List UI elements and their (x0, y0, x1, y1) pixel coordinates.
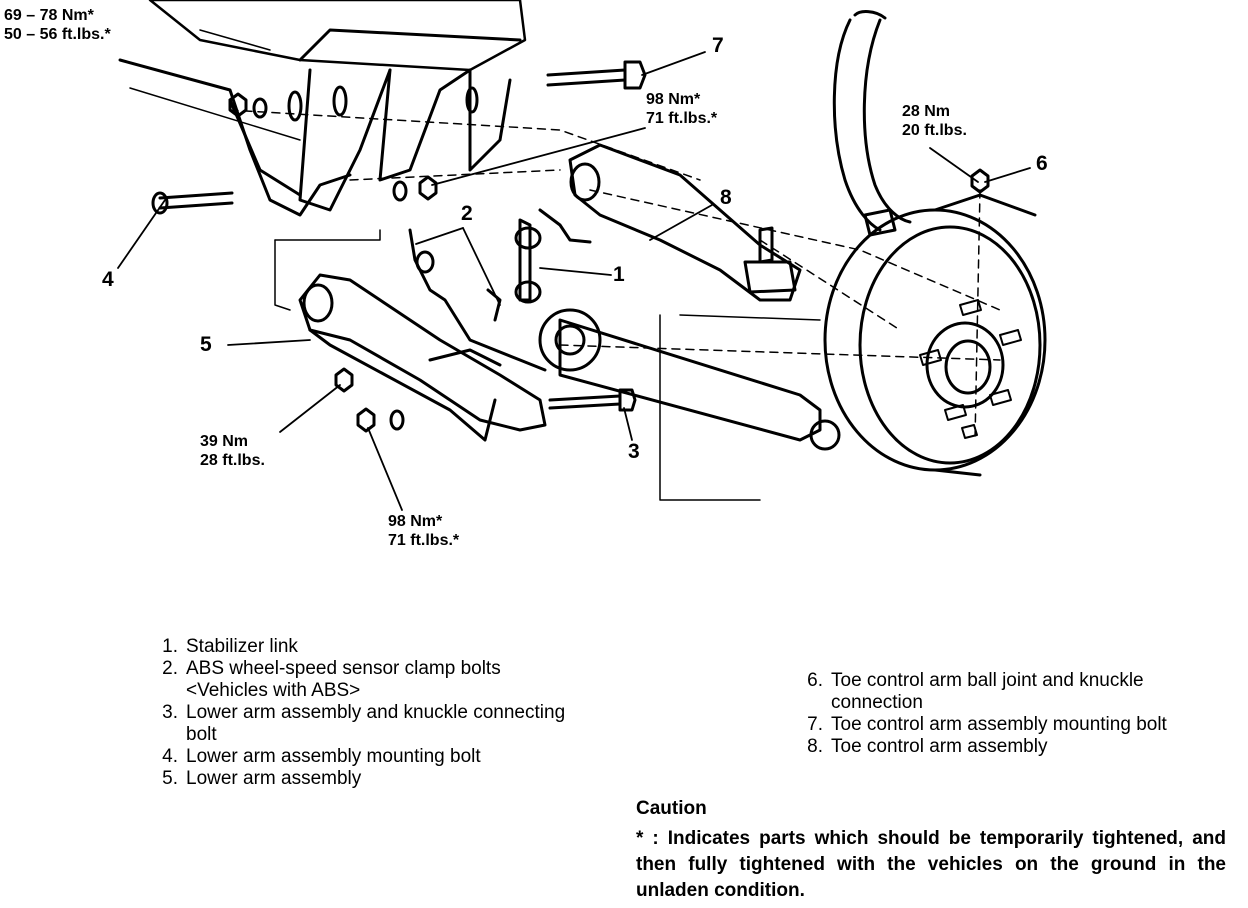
wheel-studs (919, 299, 1022, 439)
legend-item: 7.Toe control arm assembly mounting bolt (807, 714, 1167, 735)
part-number-5: 5 (200, 333, 212, 356)
legend-item: 6.Toe control arm ball joint and knuckle… (807, 670, 1144, 713)
torque-nm: 39 Nm (200, 433, 249, 450)
crossmember (118, 0, 527, 217)
bolt-7 (546, 60, 647, 90)
torque-callout-frame-bolt: 69 – 78 Nm* 50 – 56 ft.lbs.* (4, 6, 111, 44)
part-number-3: 3 (628, 440, 640, 463)
torque-ftlbs: 28 ft.lbs. (200, 452, 265, 469)
bolt-4 (151, 191, 234, 215)
torque-callout-toe-arm-mount: 98 Nm* 71 ft.lbs.* (646, 90, 717, 128)
part-number-8: 8 (720, 186, 732, 209)
legend-item: 5.Lower arm assembly (162, 768, 362, 789)
stabilizer-link (514, 208, 592, 304)
part-number-7: 7 (712, 34, 724, 57)
caution-text: * : Indicates parts which should be temp… (636, 828, 1226, 901)
part-number-1: 1 (613, 263, 625, 286)
part-number-2: 2 (461, 202, 473, 225)
bolt-3 (548, 388, 637, 412)
torque-callout-lower-arm-mount: 98 Nm* 71 ft.lbs.* (388, 512, 459, 550)
torque-ftlbs: 71 ft.lbs.* (388, 532, 460, 549)
lower-arm (298, 273, 547, 442)
legend-item: 8.Toe control arm assembly (807, 736, 1048, 757)
part-number-6: 6 (1036, 152, 1048, 175)
legend-item: 2.ABS wheel-speed sensor clamp bolts <Ve… (162, 658, 501, 701)
brake-drum (823, 193, 1047, 477)
trailing-arm (538, 308, 841, 451)
torque-nm: 98 Nm* (388, 513, 443, 530)
torque-nm: 28 Nm (902, 103, 951, 120)
torque-ftlbs: 20 ft.lbs. (902, 122, 967, 139)
legend-item: 3.Lower arm assembly and knuckle connect… (162, 702, 566, 745)
torque-callout-lower-nut: 39 Nm 28 ft.lbs. (200, 432, 265, 470)
parts-legend-left: 1.Stabilizer link 2.ABS wheel-speed sens… (150, 636, 590, 790)
caution-title: Caution (636, 798, 707, 819)
coil-spring (832, 10, 912, 237)
torque-nm: 98 Nm* (646, 91, 701, 108)
leader-lines (117, 51, 1031, 511)
torque-ftlbs: 50 – 56 ft.lbs.* (4, 26, 111, 43)
torque-ftlbs: 71 ft.lbs.* (646, 110, 718, 127)
nuts (228, 92, 990, 433)
part-number-4: 4 (102, 268, 114, 291)
torque-callout-ball-joint-nut: 28 Nm 20 ft.lbs. (902, 102, 967, 140)
legend-item: 4.Lower arm assembly mounting bolt (162, 746, 481, 767)
parts-legend-right: 6.Toe control arm ball joint and knuckle… (795, 670, 1235, 758)
legend-item: 1.Stabilizer link (162, 636, 298, 657)
abs-clamp (408, 228, 547, 372)
torque-nm: 69 – 78 Nm* (4, 7, 94, 24)
toe-control-arm (568, 143, 802, 302)
